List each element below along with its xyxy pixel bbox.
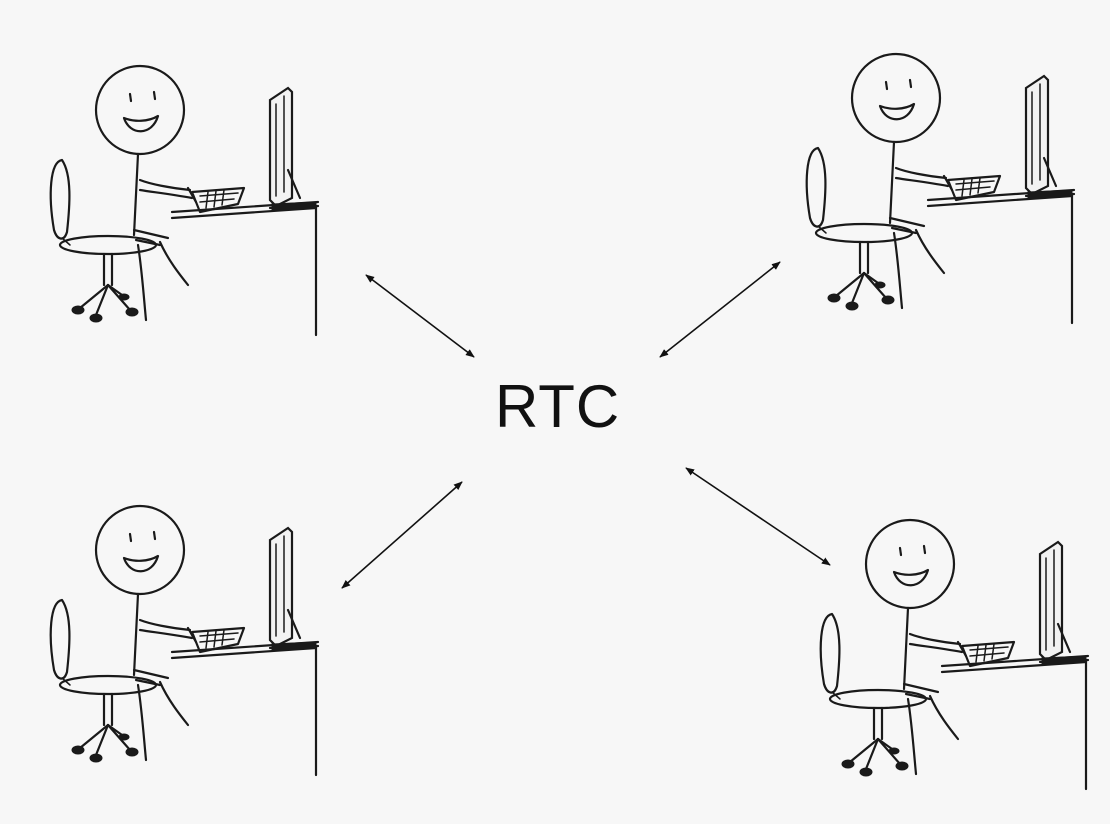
arrow-top-right-to-rtc [659, 261, 781, 358]
user-top-right-icon [805, 52, 1076, 325]
arrow-bottom-right-to-rtc [685, 467, 831, 566]
arrow-top-left-to-rtc [365, 274, 475, 358]
arrow-bottom-left-to-rtc [341, 481, 463, 589]
user-top-left-icon [49, 64, 320, 337]
rtc-label: RTC [495, 373, 621, 440]
user-bottom-left-icon [49, 504, 320, 777]
user-bottom-right-icon [819, 518, 1090, 791]
